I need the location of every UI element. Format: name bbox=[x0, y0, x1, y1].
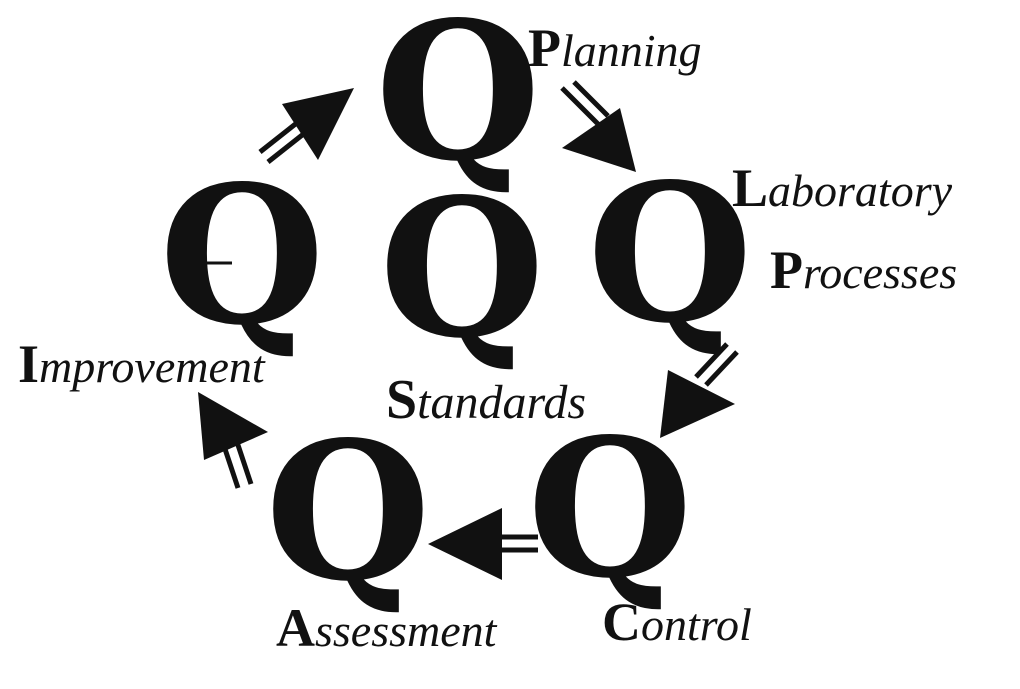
node-assessment-q: Q bbox=[265, 400, 431, 623]
node-improvement-q: Q bbox=[159, 144, 325, 367]
laboratory-label-rest: aboratory bbox=[768, 165, 953, 216]
node-planning-label: Planning bbox=[528, 18, 702, 78]
improvement-label-initial: I bbox=[18, 334, 39, 394]
arrow-planning-to-laboratory bbox=[560, 80, 636, 172]
arrow-control-to-assessment bbox=[428, 508, 538, 580]
node-laboratory-label: Laboratory bbox=[732, 158, 953, 218]
control-label-initial: C bbox=[602, 592, 641, 652]
processes-label-initial: P bbox=[770, 240, 803, 300]
node-planning-q: Q bbox=[375, 0, 541, 203]
arrow-assessment-to-improvement bbox=[198, 392, 268, 489]
node-laboratory-processes-q: Q bbox=[587, 142, 753, 365]
improvement-label-rest: mprovement bbox=[39, 341, 266, 392]
arrow-improvement-to-planning bbox=[258, 88, 354, 164]
center-label-standards: Standards bbox=[386, 369, 586, 431]
laboratory-label-initial: L bbox=[732, 158, 768, 218]
planning-label-initial: P bbox=[528, 18, 561, 78]
node-improvement-label: Improvement bbox=[18, 334, 266, 394]
planning-label-rest: lanning bbox=[561, 25, 702, 76]
center-q-letter: Q bbox=[379, 157, 545, 380]
center-label-initial: S bbox=[386, 369, 417, 431]
node-processes-label: Processes bbox=[770, 240, 957, 300]
processes-label-rest: rocesses bbox=[803, 247, 957, 298]
assessment-label-rest: ssessment bbox=[315, 605, 498, 656]
control-label-rest: ontrol bbox=[641, 599, 752, 650]
node-assessment-label: Assessment bbox=[276, 598, 498, 658]
assessment-label-initial: A bbox=[276, 598, 315, 658]
center-label-rest: tandards bbox=[417, 376, 586, 429]
arrow-laboratory-to-control bbox=[660, 342, 739, 438]
node-control-label: Control bbox=[602, 592, 752, 652]
